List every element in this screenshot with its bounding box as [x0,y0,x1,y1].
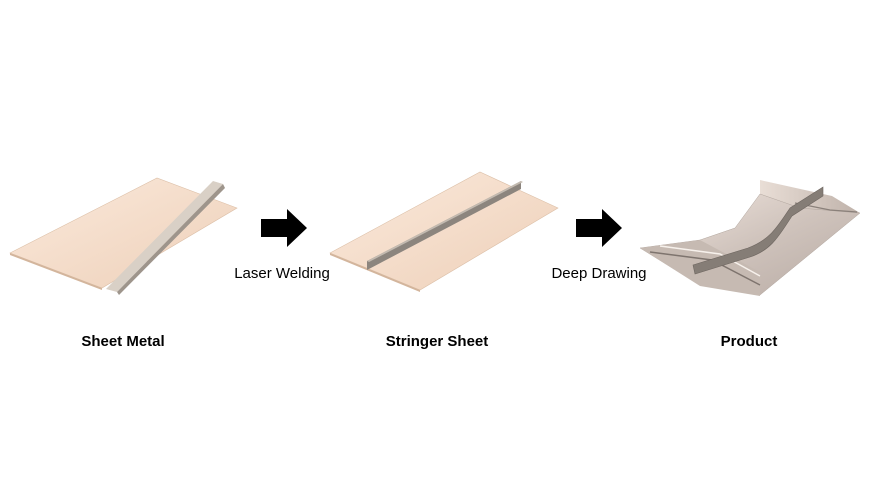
sheet-front-edge [330,253,420,292]
loose-stringer-side [117,184,225,295]
right-arrow-icon [261,209,307,247]
right-arrow-icon [576,209,622,247]
sheet-metal-illustration [9,177,238,295]
stage-label-stringer-sheet: Stringer Sheet [385,333,489,350]
stage-label-sheet-metal: Sheet Metal [81,333,165,350]
welded-stringer-face [367,181,521,270]
process-label-laser-welding: Laser Welding [234,265,330,282]
product-bead-line [659,245,761,277]
process-label-deep-drawing: Deep Drawing [551,265,647,282]
flat-sheet [329,171,559,291]
formed-stringer [692,186,824,275]
stage-label-product: Product [720,333,778,350]
stringer-sheet-illustration [329,171,559,292]
loose-stringer-top [106,181,223,292]
sheet-front-edge [10,253,102,290]
product-illustration [639,180,861,296]
welded-stringer-top [367,181,523,262]
